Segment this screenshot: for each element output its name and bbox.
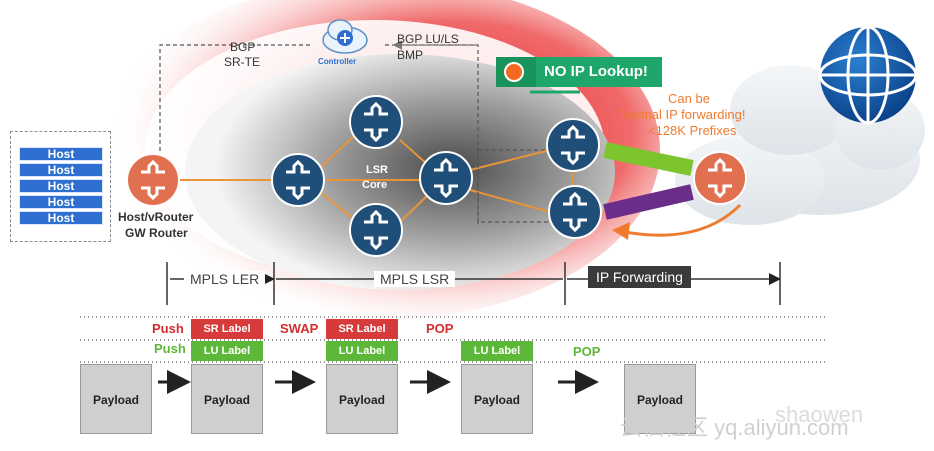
pop-lu-op: POP — [573, 344, 601, 359]
sr-te-label: SR-TE — [224, 55, 260, 69]
lu-tunnel-green — [603, 142, 694, 176]
egress-router-top-icon — [546, 118, 600, 172]
bmp-label: BMP — [397, 48, 424, 62]
ler-router-icon — [271, 153, 325, 207]
data-links — [180, 134, 573, 223]
internet-cloud — [675, 65, 925, 225]
no-ip-lookup-callout — [496, 57, 662, 94]
lu-label-tag: LU Label — [191, 341, 263, 361]
egress-router-bottom-icon — [548, 185, 602, 239]
cloud-router-icon — [693, 151, 747, 205]
watermark-author: shaowen — [775, 402, 864, 427]
mpls-ler-label: MPLS LER — [184, 271, 266, 287]
bgp-sr-te-link — [159, 44, 310, 172]
sr-label-tag: SR Label — [191, 319, 263, 339]
globe-icon — [818, 25, 918, 125]
return-arrow — [624, 203, 742, 237]
normal-ip-label: Normal IP forwarding! — [620, 107, 746, 122]
lsr-core-region — [185, 54, 615, 290]
payload-box: Payload — [326, 364, 398, 434]
host-label: Host — [19, 147, 103, 161]
prefixes-label: <128K Prefixes — [648, 123, 737, 138]
pop-sr-op: POP — [426, 321, 454, 336]
lu-label-tag: LU Label — [326, 341, 398, 361]
lsr-router-top-icon — [349, 95, 403, 149]
gw-router-icon — [126, 153, 180, 207]
core-label: Core — [362, 179, 388, 191]
return-arrowhead — [612, 222, 630, 240]
host-label: Host — [19, 163, 103, 177]
payload-box: Payload — [624, 364, 696, 434]
bgp-lu-ls-label: BGP LU/LS — [397, 32, 459, 46]
lsr-label: LSR — [366, 164, 388, 176]
payload-box: Payload — [191, 364, 263, 434]
sr-tunnel-purple — [603, 184, 694, 220]
lsr-router-bottom-icon — [349, 203, 403, 257]
host-group — [10, 131, 111, 242]
host-label: Host — [19, 195, 103, 209]
lsr-router-core-icon — [419, 151, 473, 205]
push-lu-op: Push — [154, 341, 186, 356]
lu-label-tag: LU Label — [461, 341, 533, 361]
can-be-label: Can be — [668, 91, 710, 106]
gw-router-label-line1: Host/vRouter — [118, 210, 194, 224]
host-label: Host — [19, 179, 103, 193]
gw-router-label-line2: GW Router — [125, 226, 188, 240]
mpls-lsr-label: MPLS LSR — [374, 271, 456, 287]
controller-label: Controller — [318, 57, 357, 66]
sr-label-tag: SR Label — [326, 319, 398, 339]
push-sr-op: Push — [152, 321, 184, 336]
controller-icon — [322, 19, 368, 54]
bgp-lu-link — [385, 44, 548, 223]
ip-forwarding-label: IP Forwarding — [588, 266, 691, 288]
payload-box: Payload — [80, 364, 152, 434]
bgp-label: BGP — [230, 40, 256, 54]
payload-box: Payload — [461, 364, 533, 434]
stack-guides — [80, 316, 825, 363]
swap-op: SWAP — [280, 321, 319, 336]
watermark: 云栖社区 yq.aliyun.com — [620, 415, 849, 440]
host-label: Host — [19, 211, 103, 225]
no-ip-lookup-text: NO IP Lookup! — [544, 63, 648, 80]
